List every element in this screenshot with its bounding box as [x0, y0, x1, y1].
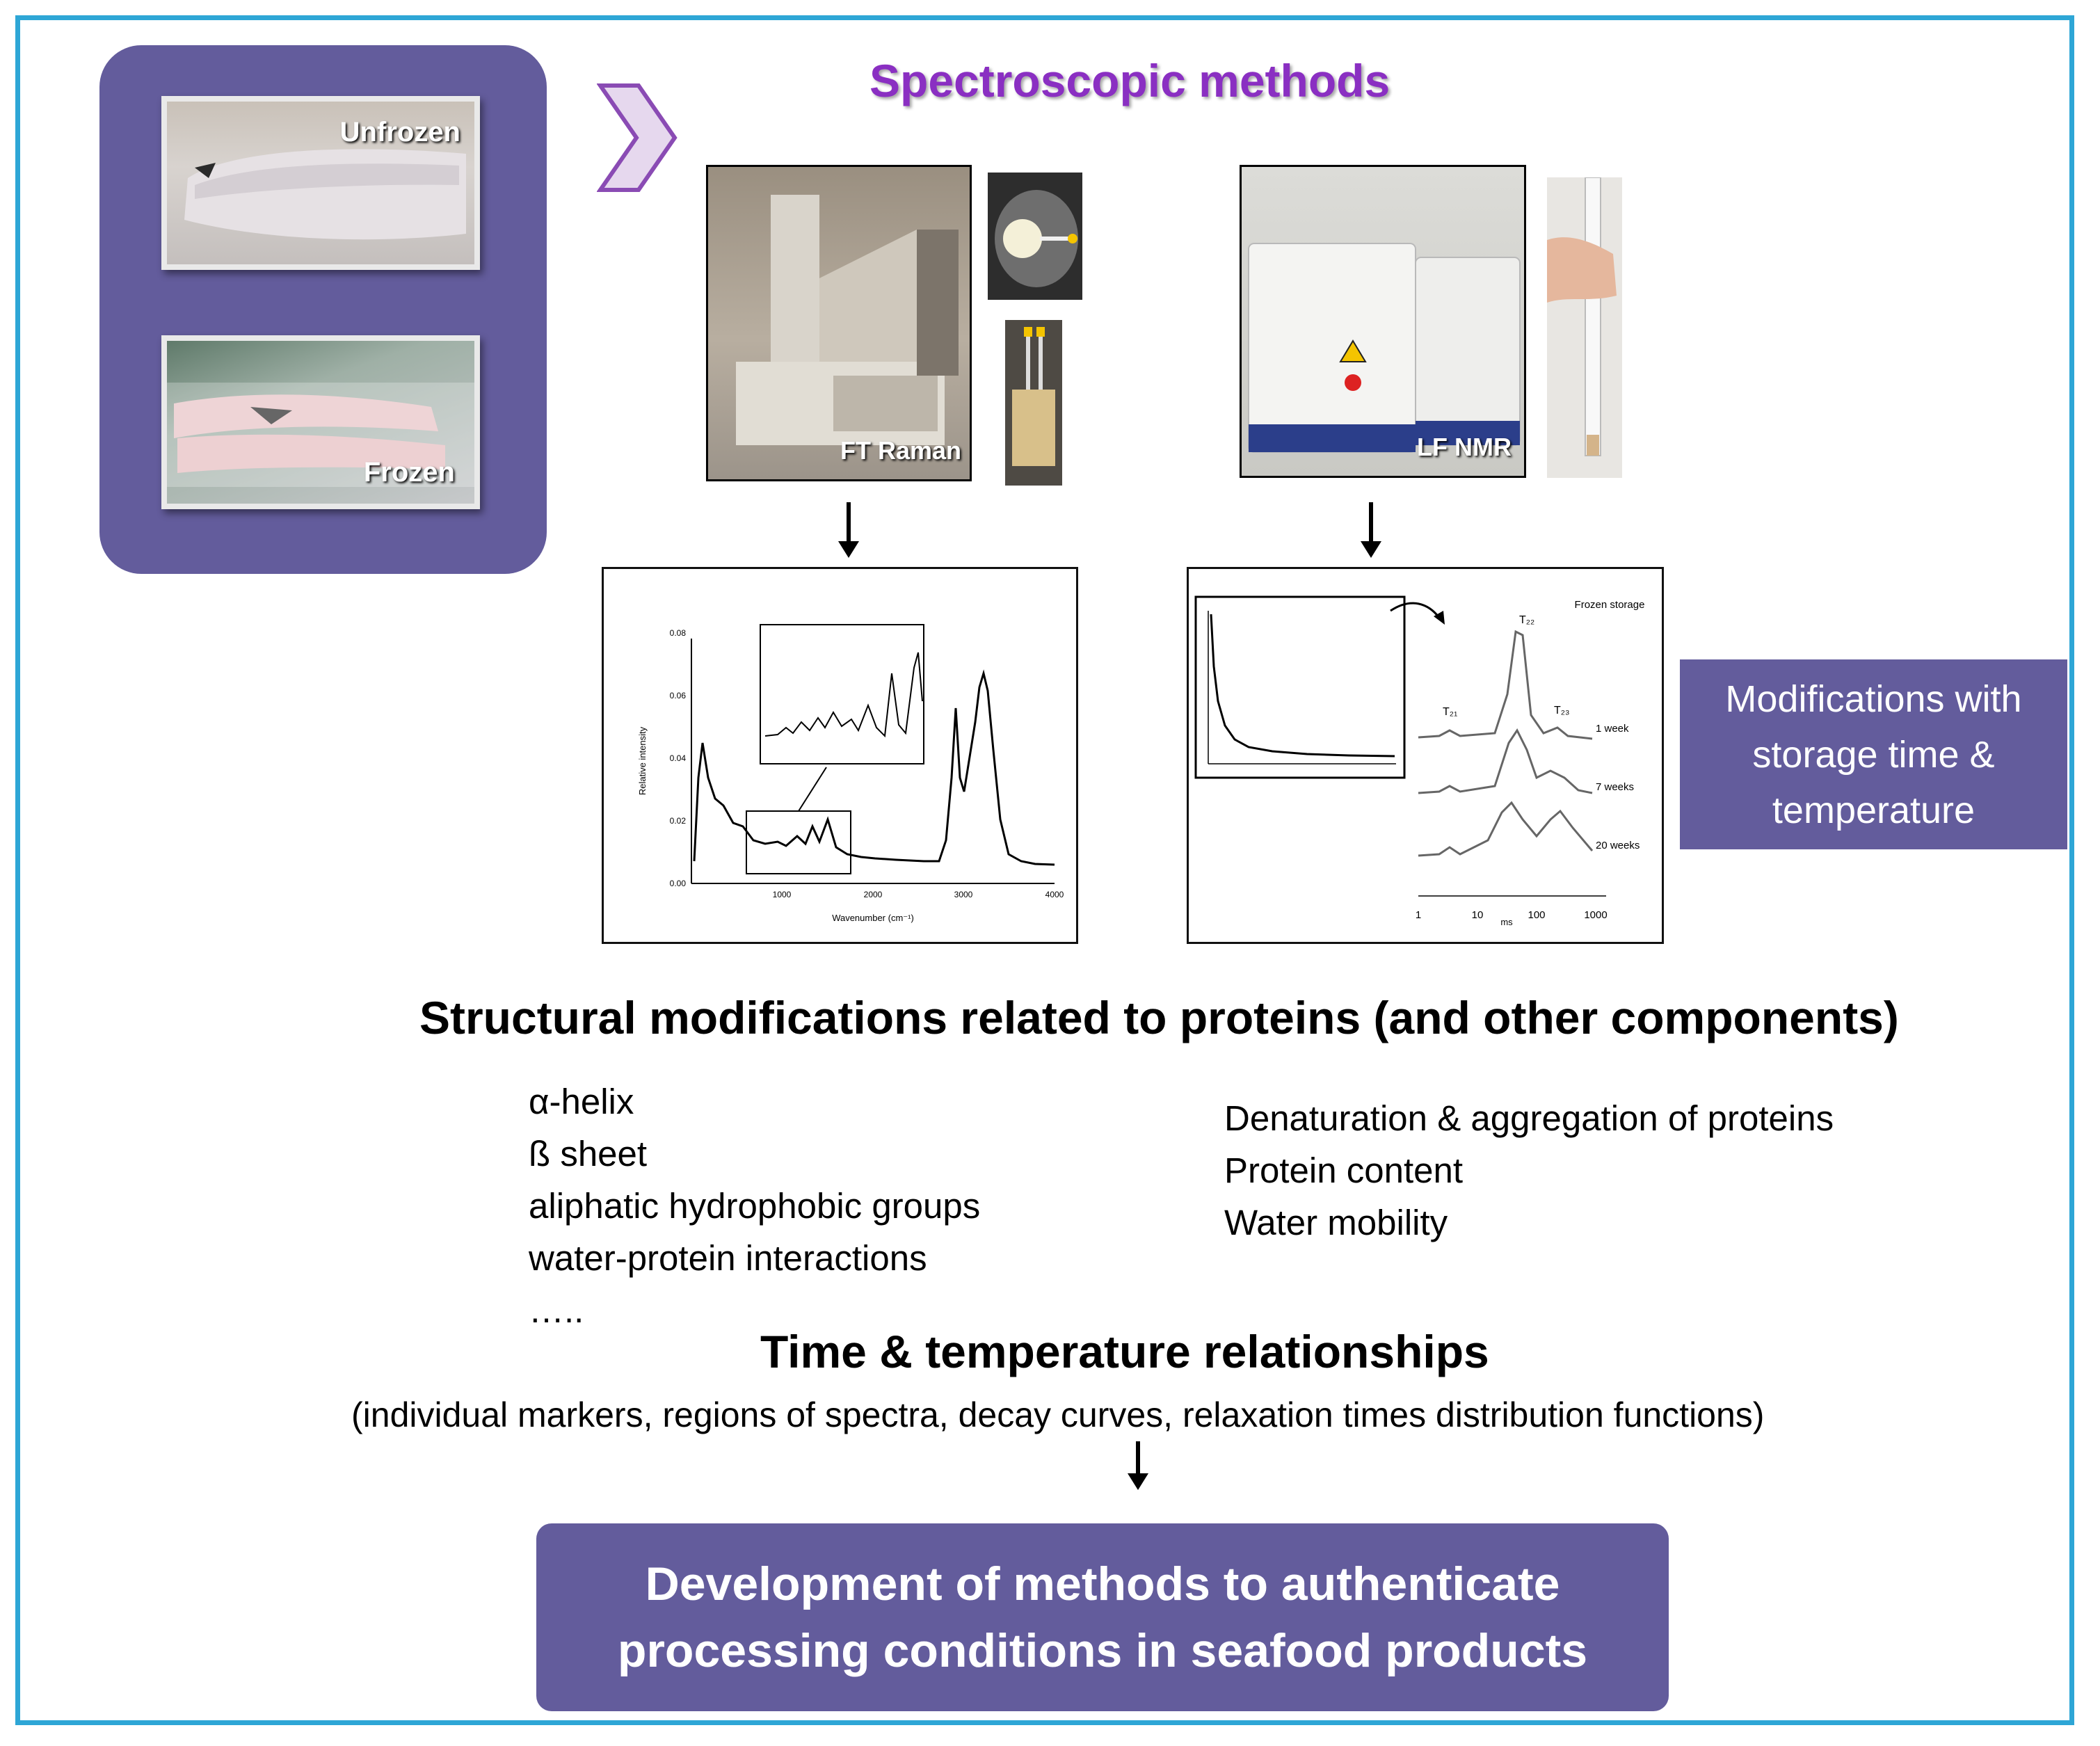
lf-nmr-photo: LF NMR	[1240, 165, 1526, 478]
nmr-peak-label: T₂₁	[1443, 706, 1457, 718]
nmr-xunit: ms	[1500, 917, 1513, 927]
raman-ytick: 0.04	[670, 753, 687, 763]
list-item: ß sheet	[529, 1134, 648, 1174]
raman-ylabel: Relative intensity	[637, 726, 648, 795]
list-item: …..	[529, 1290, 584, 1330]
raman-xtick: 4000	[1045, 890, 1064, 899]
unfrozen-label: Unfrozen	[339, 117, 460, 147]
structural-heading: Structural modifications related to prot…	[419, 992, 1899, 1043]
raman-spectrum-panel: 0.00 0.02 0.04 0.06 0.08 1000 2000 3000 …	[602, 567, 1078, 944]
arrow-down-conclusion	[1128, 1441, 1148, 1490]
nmr-relaxation: Frozen storage T₂₁ T₂₂ T₂₃ 1 week 7 week…	[1194, 595, 1645, 927]
time-temperature-heading: Time & temperature relationships	[760, 1326, 1489, 1377]
nmr-series-label: 1 week	[1596, 723, 1629, 735]
nmr-xtick: 10	[1472, 909, 1484, 921]
nmr-xtick: 1000	[1584, 909, 1607, 921]
unfrozen-photo: Unfrozen	[161, 96, 480, 270]
raman-spectrum: 0.00 0.02 0.04 0.06 0.08 1000 2000 3000 …	[637, 624, 1064, 923]
nmr-relaxation-panel: Frozen storage T₂₁ T₂₂ T₂₃ 1 week 7 week…	[1187, 567, 1664, 944]
raman-sample-holder-photo	[1005, 320, 1062, 486]
list-item: Protein content	[1224, 1151, 1464, 1190]
nmr-instrument-illustration	[1248, 243, 1521, 453]
frozen-label: Frozen	[363, 457, 455, 488]
raman-xtick: 2000	[864, 890, 883, 899]
nmr-peak-label: T₂₂	[1519, 614, 1534, 626]
ft-raman-label: FT Raman	[840, 436, 961, 465]
raman-ytick: 0.02	[670, 816, 687, 826]
list-item: aliphatic hydrophobic groups	[529, 1186, 981, 1226]
outer-frame	[15, 15, 2074, 1725]
raman-ytick: 0.06	[670, 691, 687, 700]
list-item: Water mobility	[1224, 1203, 1448, 1242]
nmr-decay-curve	[1210, 614, 1395, 758]
nmr-peak-label: T₂₃	[1554, 705, 1570, 716]
time-temperature-subtitle: (individual markers, regions of spectra,…	[351, 1395, 1765, 1434]
raman-instrument-illustration	[736, 195, 959, 445]
list-item: water-protein interactions	[529, 1238, 927, 1278]
ft-raman-photo: FT Raman	[706, 165, 972, 481]
nmr-legend-title: Frozen storage	[1575, 599, 1645, 611]
spectroscopic-title: Spectroscopic methods	[869, 55, 1390, 106]
conclusion-text: Development of methods to authenticate p…	[617, 1557, 1588, 1677]
nmr-curve-1-week	[1418, 630, 1593, 740]
nmr-series-label: 20 weeks	[1596, 840, 1640, 851]
raman-xtick: 1000	[773, 890, 792, 899]
raman-ytick: 0.08	[670, 628, 687, 638]
raman-inset	[760, 624, 924, 764]
fillet-illustration	[184, 149, 466, 240]
list-item: Denaturation & aggregation of proteins	[1224, 1098, 1834, 1138]
nmr-xtick: 100	[1528, 909, 1545, 921]
nmr-curve-7-weeks	[1418, 728, 1593, 794]
raman-curve	[693, 669, 1055, 866]
frozen-photo: Frozen	[161, 335, 480, 509]
raman-sample-dish-photo	[988, 173, 1082, 300]
conclusion-box: Development of methods to authenticate p…	[536, 1523, 1669, 1711]
nmr-xtick: 1	[1416, 909, 1421, 921]
raman-ytick: 0.00	[670, 879, 687, 888]
modifications-note-text: Modifications with storage time & temper…	[1725, 678, 2022, 831]
raman-xlabel: Wavenumber (cm⁻¹)	[832, 913, 914, 923]
nmr-series-label: 7 weeks	[1596, 781, 1634, 793]
arrow-down-nmr	[1361, 502, 1381, 558]
raman-xtick: 3000	[954, 890, 973, 899]
modifications-note: Modifications with storage time & temper…	[1680, 659, 2067, 849]
lf-nmr-label: LF NMR	[1417, 433, 1512, 461]
nmr-decay-inset	[1194, 595, 1406, 779]
structural-list-right: Denaturation & aggregation of proteins P…	[1224, 1092, 1834, 1249]
list-item: α-helix	[529, 1082, 634, 1121]
structural-list-left: α-helix ß sheet aliphatic hydrophobic gr…	[529, 1075, 980, 1336]
nmr-sample-tube-photo	[1547, 177, 1622, 478]
frozen-fillets-illustration	[167, 383, 474, 487]
arrow-down-raman	[838, 502, 859, 558]
chevron-right-icon	[597, 83, 678, 192]
nmr-curve-20-weeks	[1418, 801, 1594, 857]
raman-inset-curve	[764, 652, 923, 738]
